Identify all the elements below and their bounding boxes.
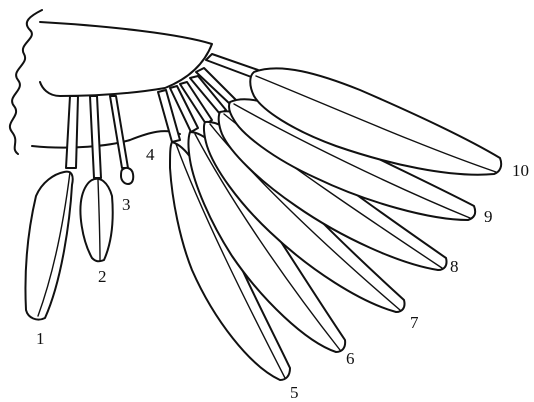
label-7: 7 <box>410 313 419 332</box>
wavy-cut-edge <box>10 10 42 154</box>
label-4: 4 <box>146 145 155 164</box>
bone-line <box>32 131 180 147</box>
feather-2 <box>80 96 112 261</box>
label-5: 5 <box>290 383 299 402</box>
label-2: 2 <box>98 267 107 286</box>
feather-1 <box>25 96 78 320</box>
label-9: 9 <box>484 207 493 226</box>
label-10: 10 <box>512 161 529 180</box>
label-3: 3 <box>122 195 131 214</box>
label-6: 6 <box>346 349 355 368</box>
label-1: 1 <box>36 329 45 348</box>
label-8: 8 <box>450 257 459 276</box>
